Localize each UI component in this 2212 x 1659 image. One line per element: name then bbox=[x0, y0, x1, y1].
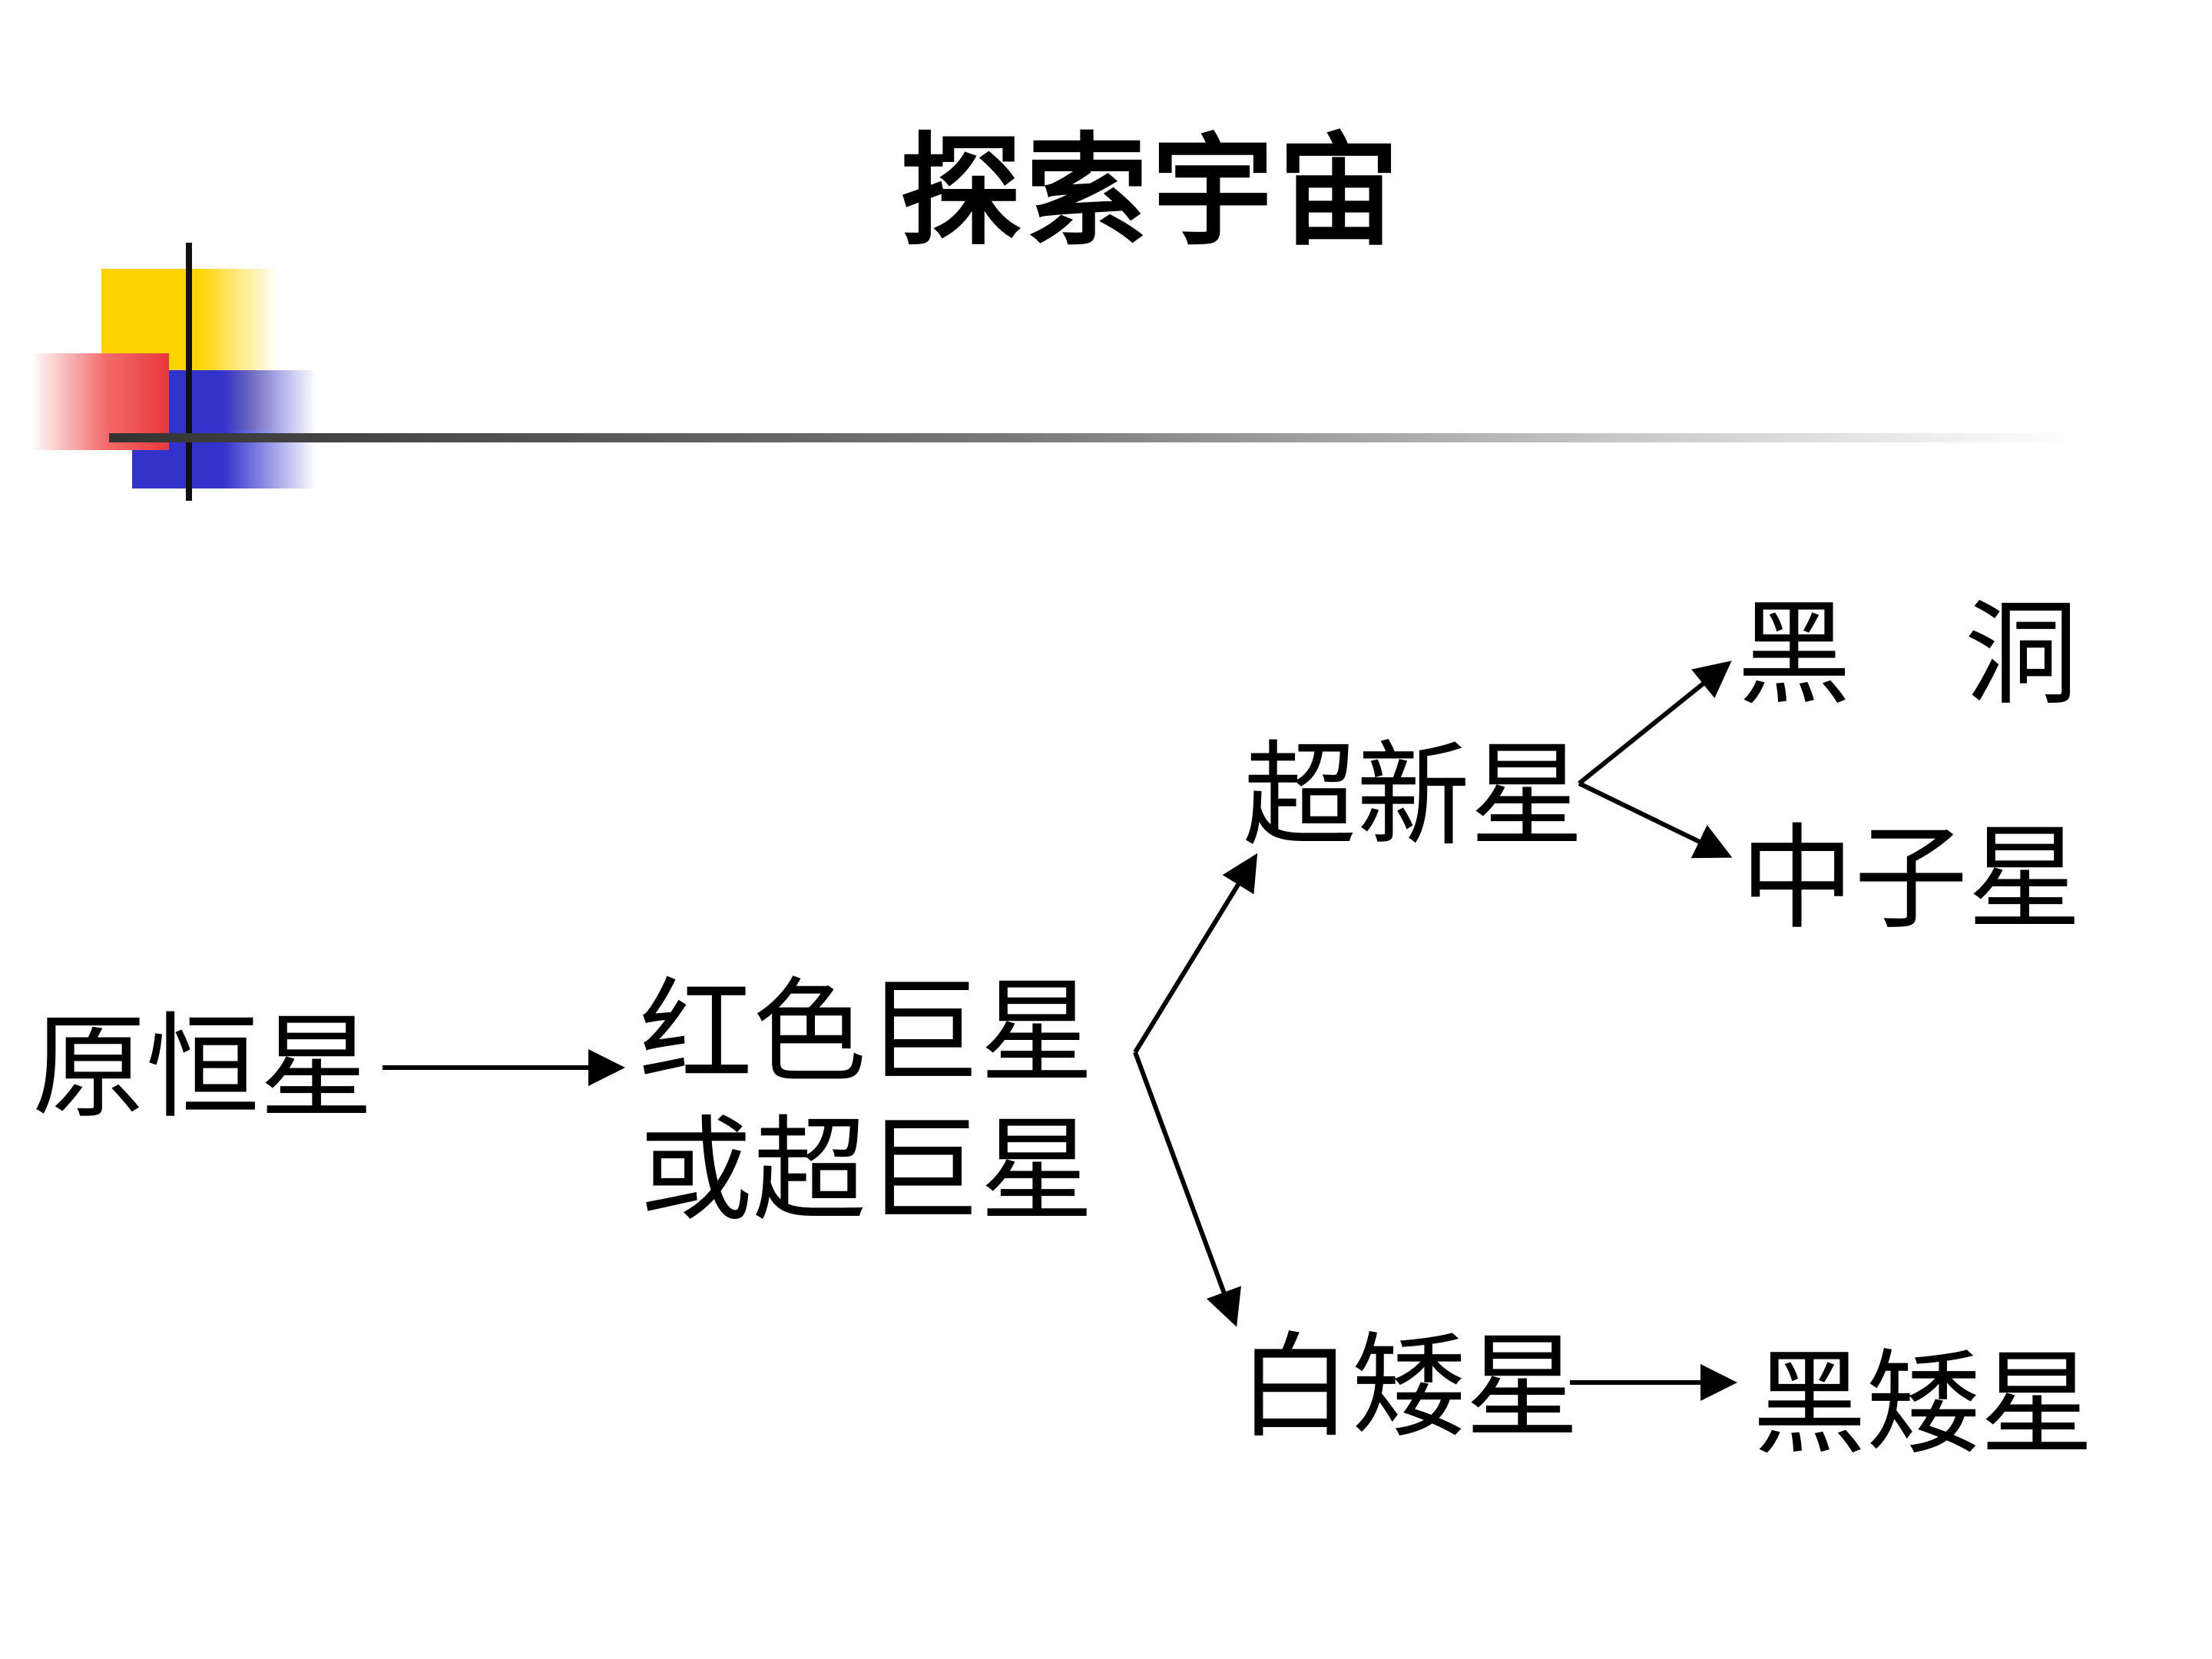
arrow-red-giant-to-supernova bbox=[1133, 853, 1258, 1054]
node-red-giant-line1: 红色巨星 bbox=[639, 966, 1094, 1098]
arrow-red-giant-to-white-dwarf bbox=[1133, 1051, 1241, 1327]
node-black-dwarf: 黑矮星 bbox=[1753, 1338, 2094, 1470]
node-black-hole: 黑 洞 bbox=[1737, 588, 2078, 720]
page-title: 探索宇宙 bbox=[900, 121, 1404, 263]
node-red-giant-line2: 或超巨星 bbox=[639, 1104, 1094, 1237]
node-red-giant: 红色巨星 或超巨星 bbox=[639, 963, 1094, 1240]
node-supernova: 超新星 bbox=[1243, 730, 1584, 862]
node-protostar: 原恒星 bbox=[32, 1002, 373, 1134]
title-underline bbox=[109, 433, 2075, 442]
arrow-supernova-to-neutron-star bbox=[1578, 781, 1733, 859]
node-neutron-star: 中子星 bbox=[1740, 813, 2081, 945]
node-white-dwarf: 白矮星 bbox=[1238, 1321, 1579, 1453]
vertical-decor-line bbox=[186, 243, 192, 501]
arrow-supernova-to-black-hole bbox=[1578, 661, 1732, 786]
